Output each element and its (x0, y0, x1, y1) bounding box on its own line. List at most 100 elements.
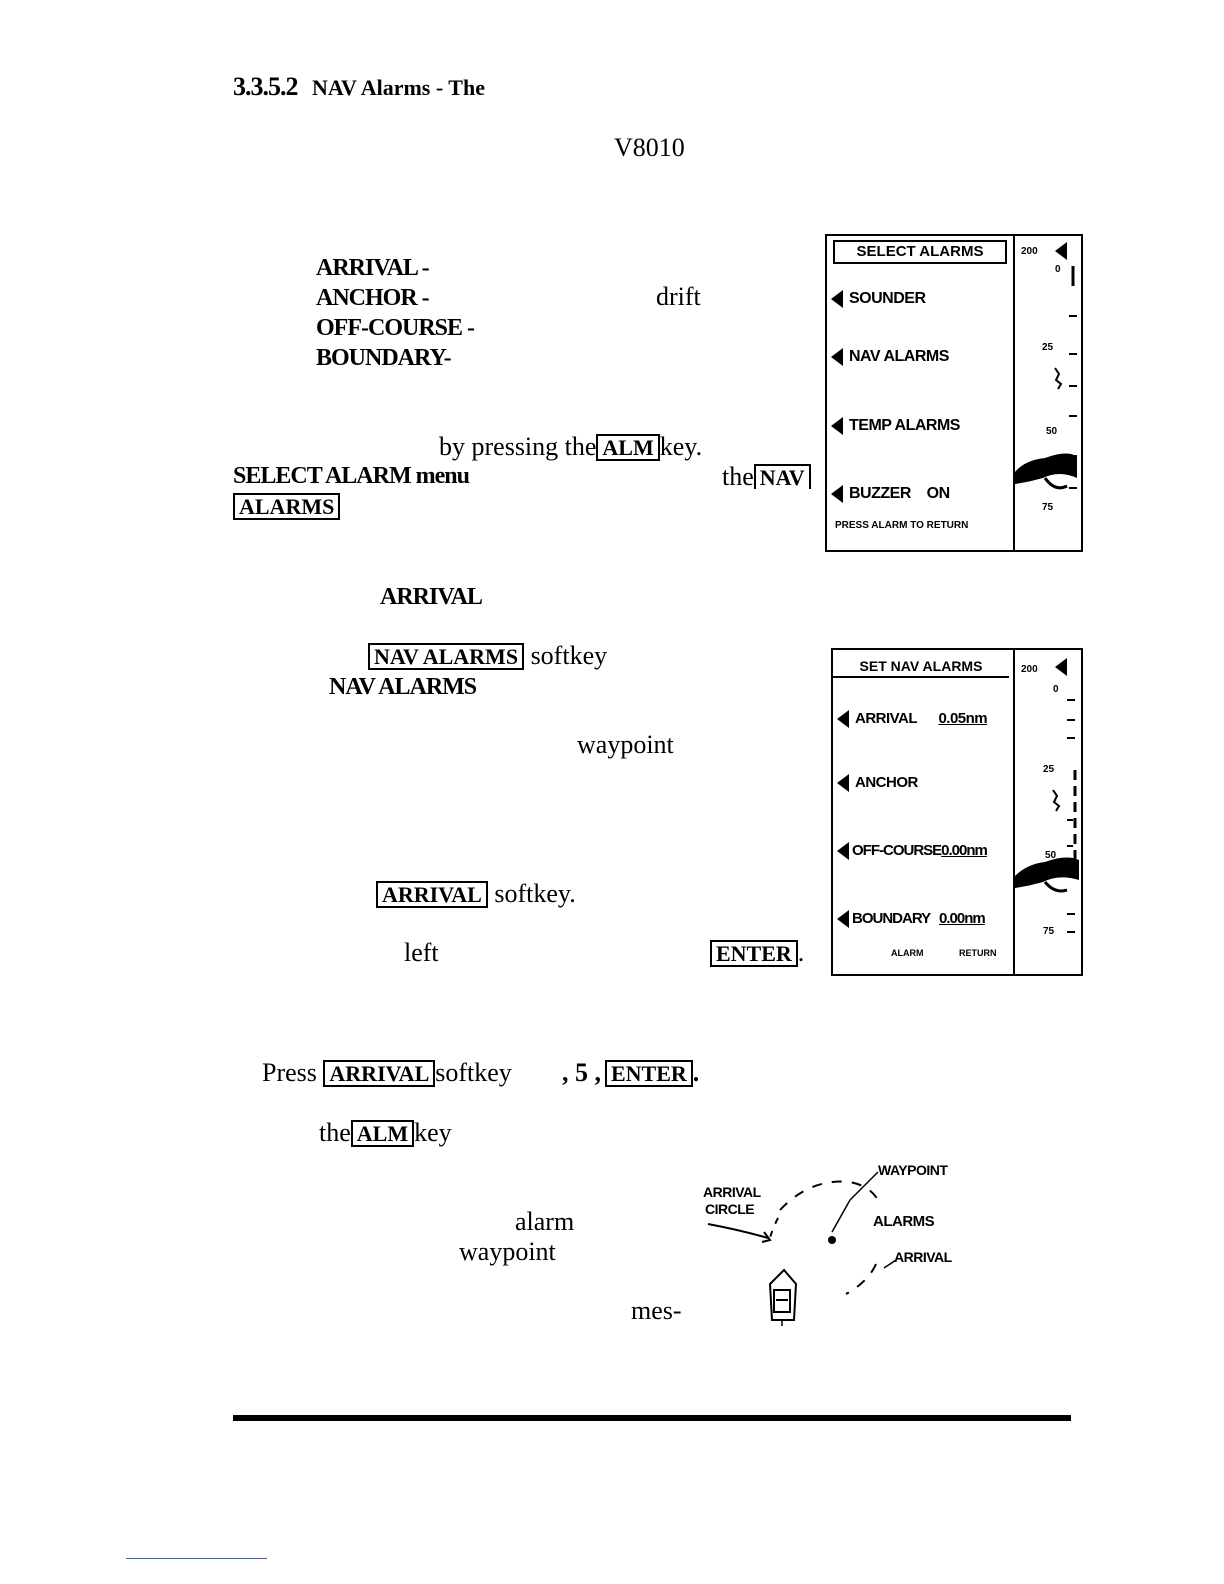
term-anchor: ANCHOR - (316, 285, 430, 311)
item-label: OFF-COURSE (852, 842, 942, 859)
menu-item-buzzer[interactable]: BUZZER ON (831, 485, 950, 503)
diagram-arrival-circle-label-b: CIRCLE (705, 1201, 755, 1217)
scale-range: 200 (1021, 664, 1038, 675)
item-label: TEMP ALARMS (849, 417, 960, 435)
arrow-left-icon (837, 710, 849, 729)
menu-item-sounder[interactable]: SOUNDER (831, 290, 926, 308)
arrow-left-icon (831, 485, 843, 503)
nav-item-boundary[interactable]: BOUNDARY 0.00nm (837, 910, 986, 929)
press-word: Press (262, 1058, 317, 1087)
term-anchor-drift: drift (656, 282, 701, 311)
nav-key-top[interactable]: NAV (753, 464, 811, 490)
arrow-left-icon (837, 842, 849, 861)
arrow-left-icon (831, 290, 843, 308)
set-nav-alarms-screen: SET NAV ALARMS ARRIVAL 0.05nm ANCHOR OFF… (831, 648, 1083, 976)
page-bottom-rule (233, 1415, 1071, 1421)
sonar-trace (1015, 699, 1079, 933)
speaker-icon (1055, 658, 1067, 676)
nav-alarms-menu-name: NAV ALARMS (329, 674, 477, 700)
enter-key[interactable]: ENTER (710, 940, 798, 968)
section-heading: 3.3.5.2 NAV Alarms - The (233, 72, 485, 102)
item-label: BOUNDARY (852, 910, 931, 927)
item-value: 0.00nm (941, 842, 988, 859)
screen-footer: PRESS ALARM TO RETURN (835, 520, 969, 531)
select-alarm-menu-text: SELECT ALARM menu (233, 463, 470, 490)
section-number: 3.3.5.2 (233, 72, 298, 101)
arrow-left-icon (831, 348, 843, 366)
scale-range: 200 (1021, 246, 1038, 257)
diagram-arrival-label: ARRIVAL (894, 1249, 952, 1265)
scale-tick-50: 50 (1045, 850, 1057, 861)
set-nav-alarms-title: SET NAV ALARMS (833, 656, 1009, 678)
softkey-word: softkey (435, 1058, 512, 1087)
enter-key-line: ENTER. (710, 938, 804, 968)
nav-item-off-course[interactable]: OFF-COURSE0.00nm (837, 842, 988, 861)
arrival-circle-diagram (707, 1171, 897, 1326)
item-label: NAV ALARMS (849, 348, 949, 366)
pressing-text: by pressing the (439, 432, 597, 461)
term-boundary: BOUNDARY- (316, 345, 452, 371)
alarm-word: alarm (515, 1207, 575, 1236)
nav-alarms-key-bottom[interactable]: ALARMS (233, 493, 341, 521)
scale-tick-75: 75 (1042, 502, 1054, 513)
arrival-softkey-line: ARRIVAL softkey. (376, 879, 576, 909)
term-off-course: OFF-COURSE - (316, 315, 475, 341)
nav-item-arrival[interactable]: ARRIVAL 0.05nm (837, 710, 988, 729)
alarms-key-line: ALARMS (233, 493, 341, 521)
item-label: ANCHOR (855, 774, 918, 791)
item-value: 0.05nm (938, 710, 988, 727)
arrow-left-icon (837, 910, 849, 929)
softkey-word: softkey (530, 641, 608, 670)
scale-tick-50: 50 (1046, 426, 1058, 437)
item-label: BUZZER ON (849, 485, 950, 503)
scale-tick-25: 25 (1042, 342, 1054, 353)
waypoint-word-2: waypoint (459, 1237, 556, 1266)
key-word: key (414, 1118, 452, 1147)
footer-return[interactable]: RETURN (959, 948, 997, 958)
term-arrival: ARRIVAL - (316, 255, 430, 281)
diagram-alarms-label: ALARMS (873, 1213, 935, 1230)
diagram-waypoint-label: WAYPOINT (878, 1162, 948, 1178)
screen-divider (1013, 650, 1015, 974)
scale-tick-0: 0 (1055, 264, 1061, 275)
scale-tick-25: 25 (1043, 764, 1055, 775)
example-period: . (692, 1058, 700, 1087)
enter-key-example[interactable]: ENTER (605, 1060, 693, 1088)
speaker-icon (1055, 242, 1067, 260)
model-name: V8010 (614, 133, 685, 162)
footer-alarm[interactable]: ALARM (891, 948, 924, 958)
select-alarms-screen: SELECT ALARMS SOUNDER NAV ALARMS TEMP AL… (825, 234, 1083, 552)
screen-divider (1013, 236, 1015, 550)
waypoint-word: waypoint (577, 730, 674, 759)
item-value: 0.00nm (939, 910, 986, 927)
menu-item-nav-alarms[interactable]: NAV ALARMS (831, 348, 949, 366)
boat-icon (768, 1268, 798, 1326)
nav-item-anchor[interactable]: ANCHOR (837, 774, 918, 793)
select-alarms-title: SELECT ALARMS (833, 240, 1007, 264)
mes-word: mes- (631, 1296, 682, 1325)
arrival-softkey-example[interactable]: ARRIVAL (323, 1060, 436, 1088)
nav-alarms-softkey[interactable]: NAV ALARMS (368, 643, 525, 671)
the-word: the (319, 1118, 351, 1147)
alm-key[interactable]: ALM (596, 434, 660, 462)
enter-period: . (797, 938, 805, 967)
arrival-heading: ARRIVAL (380, 584, 483, 610)
arrival-softkey[interactable]: ARRIVAL (376, 881, 488, 909)
the-word: the (722, 462, 754, 491)
item-label: ARRIVAL (855, 710, 917, 727)
arrow-left-icon (837, 774, 849, 793)
alm-key-example[interactable]: ALM (350, 1120, 415, 1148)
example-digits: , 5 ,ENTER. (562, 1058, 699, 1088)
diagram-arrival-circle-label-a: ARRIVAL (703, 1184, 761, 1200)
item-label: SOUNDER (849, 290, 926, 308)
page-edge-mark (126, 1558, 267, 1559)
menu-item-temp-alarms[interactable]: TEMP ALARMS (831, 417, 960, 435)
key-suffix: key. (659, 432, 703, 461)
softkey-dot: softkey. (494, 879, 576, 908)
sonar-trace (1015, 266, 1077, 490)
section-title: NAV Alarms - The (312, 75, 485, 100)
menu-text: SELECT ALARM menu (233, 463, 470, 489)
